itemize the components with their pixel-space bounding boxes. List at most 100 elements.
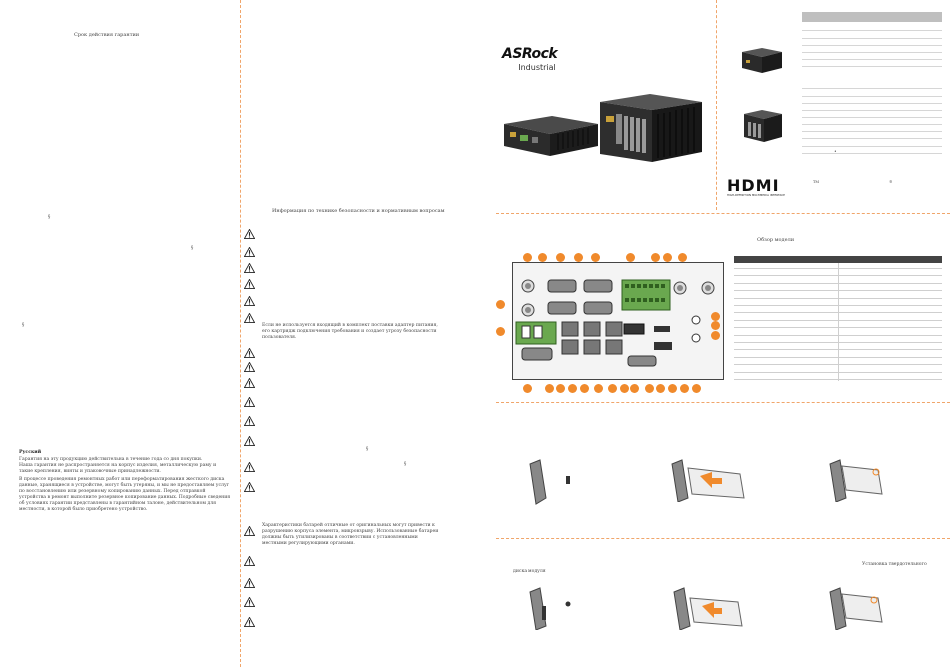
hdmi-logo-text: HDMI: [727, 176, 780, 195]
spec-table-row: [802, 131, 942, 132]
warning-icon: [244, 482, 255, 492]
callout-marker: [692, 384, 701, 393]
callout-marker: [538, 253, 547, 262]
install-step-3-image: [829, 459, 883, 502]
warranty-mark-2: §: [191, 246, 194, 251]
overview-title: Обзор модели: [757, 237, 795, 243]
install-step-2-image: [671, 459, 745, 502]
warning-icon: [244, 378, 255, 388]
spec-table-row: [802, 110, 942, 111]
warning-icon: [244, 597, 255, 607]
safety-mark-b: §: [404, 462, 407, 467]
install-step-1-image: [529, 459, 570, 505]
spec-table-row: [802, 88, 942, 89]
callout-marker: [645, 384, 654, 393]
warning-icon: [244, 229, 255, 239]
overview-table-header: [734, 256, 942, 263]
warranty-paragraph-3: В процессе проведения ремонтных работ ил…: [19, 477, 231, 512]
spec-table-row: [802, 66, 942, 67]
callout-marker: [591, 253, 600, 262]
warranty-paragraph-2: Наша гарантия не распространяется на кор…: [19, 463, 217, 474]
warning-icon: [244, 348, 255, 358]
callout-marker: [580, 384, 589, 393]
warranty-title: Срок действия гарантии: [74, 32, 140, 38]
callout-marker: [663, 253, 672, 262]
warning-icon: [244, 416, 255, 426]
battery-note: Характеристики батарей отличные от ориги…: [262, 523, 439, 546]
row-divider-3: [496, 538, 950, 539]
install-step-5-image: [673, 587, 743, 630]
model-thumb-1: [742, 48, 782, 73]
warning-icon: [244, 397, 255, 407]
warranty-mark-3: §: [22, 323, 25, 328]
product-small-box: [504, 116, 598, 156]
spec-table-row: [802, 96, 942, 97]
hdmi-logo: HDMI HIGH-DEFINITION MULTIMEDIA INTERFAC…: [727, 176, 785, 198]
install-caption-3: модуля: [528, 569, 546, 574]
hdmi-tm: TM: [813, 180, 819, 184]
safety-title: Информация по технике безопасности и нор…: [272, 208, 445, 214]
warning-icon: [244, 313, 255, 323]
warning-icon: [244, 247, 255, 257]
spec-table-header: [802, 12, 942, 22]
warning-icon: [244, 556, 255, 566]
callout-marker: [523, 384, 532, 393]
callout-marker: [608, 384, 617, 393]
product-photos: [504, 94, 702, 162]
spec-table-row: [802, 117, 942, 118]
warning-icon: [244, 526, 255, 536]
spec-table-row: [802, 52, 942, 53]
adapter-note: Если не используется входящий в комплект…: [262, 323, 438, 340]
warning-icon: [244, 279, 255, 289]
callout-marker: [668, 384, 677, 393]
callout-marker: [630, 384, 639, 393]
install-caption-2: диска: [513, 569, 528, 574]
callout-marker: [545, 384, 554, 393]
callout-marker: [651, 253, 660, 262]
callout-marker: [711, 321, 720, 330]
install-step-6-image: [829, 587, 883, 630]
product-large-box: [600, 94, 702, 162]
callout-marker: [594, 384, 603, 393]
callout-marker: [556, 253, 565, 262]
spec-table-row: [802, 146, 942, 147]
warning-icon: [244, 436, 255, 446]
spec-table-mark: •: [834, 150, 837, 155]
callout-marker: [620, 384, 629, 393]
language-label: Русский: [19, 450, 42, 455]
warning-icon: [244, 462, 255, 472]
callout-marker: [626, 253, 635, 262]
hdmi-footnote-mark: ®: [889, 180, 893, 184]
column-divider-1: [240, 0, 241, 667]
install-caption: Установка твердотельного: [862, 562, 927, 567]
warranty-mark-1: §: [48, 215, 51, 220]
callout-marker: [574, 253, 583, 262]
callout-marker: [680, 384, 689, 393]
spec-table-row: [802, 30, 942, 31]
callout-marker: [556, 384, 565, 393]
model-thumb-2: [744, 110, 782, 142]
warning-icon: [244, 578, 255, 588]
callout-marker: [496, 300, 505, 309]
spec-table-row: [802, 59, 942, 60]
column-divider-2: [716, 0, 717, 210]
logo-main-text: ASRock: [502, 46, 558, 62]
logo-sub-text: Industrial: [518, 63, 556, 72]
warning-icon: [244, 263, 255, 273]
overview-table-column-divider: [838, 263, 839, 381]
callout-marker: [711, 312, 720, 321]
spec-table-row: [802, 103, 942, 104]
callout-marker: [711, 331, 720, 340]
row-divider-2: [496, 402, 950, 403]
warranty-paragraph-1: Гарантия на эту продукцию действительна …: [19, 457, 203, 462]
warning-icon: [244, 617, 255, 627]
spec-table-row: [802, 138, 942, 139]
spec-table-row: [802, 38, 942, 39]
asrock-industrial-logo: ASRock Industrial: [502, 46, 572, 72]
spec-table-row: [802, 124, 942, 125]
warning-icon: [244, 362, 255, 372]
callout-marker: [656, 384, 665, 393]
callout-marker: [496, 327, 505, 336]
spec-table-row: [802, 153, 942, 154]
hdmi-tagline: HIGH-DEFINITION MULTIMEDIA INTERFACE: [727, 194, 785, 197]
